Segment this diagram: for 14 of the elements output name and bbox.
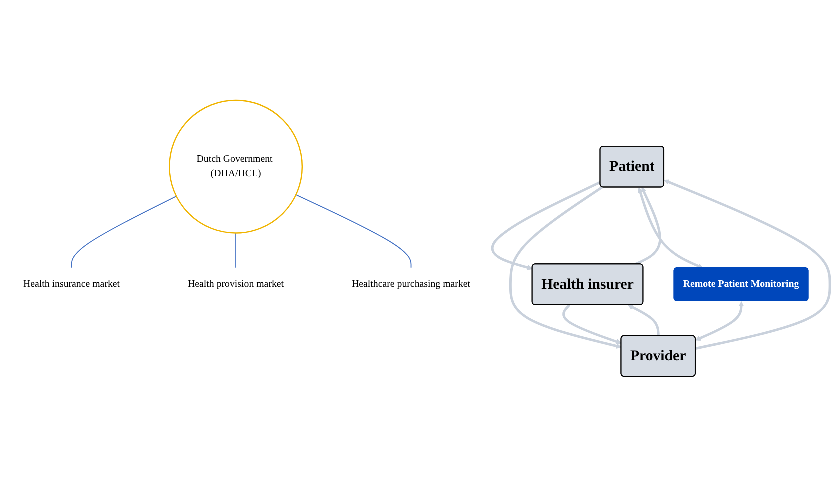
arrow xyxy=(628,304,660,336)
node-text: Health provision market xyxy=(188,278,284,290)
node-circle: Dutch Government (DHA/HCL) xyxy=(169,100,304,234)
connector xyxy=(71,196,178,268)
arrow xyxy=(664,180,832,350)
arrow xyxy=(562,304,622,344)
node-text: Health insurance market xyxy=(23,278,120,290)
arrow xyxy=(491,181,602,270)
arrow xyxy=(638,188,704,269)
arrow xyxy=(634,187,662,266)
node-text: Healthcare purchasing market xyxy=(352,278,471,290)
arrow xyxy=(696,302,744,341)
arrow xyxy=(509,186,622,349)
connector xyxy=(296,194,412,268)
